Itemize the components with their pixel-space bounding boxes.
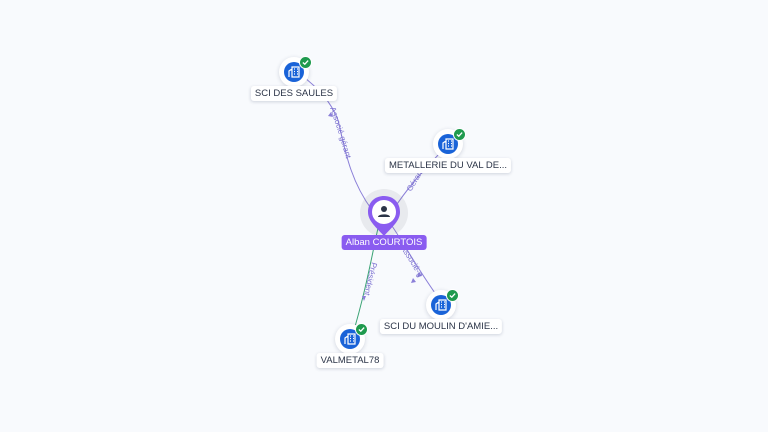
building-icon [284,62,304,82]
verified-check-icon [355,323,368,336]
verified-check-icon [446,289,459,302]
person-icon [368,196,400,236]
company-node-sci-des-saules[interactable]: SCI DES SAULES [250,56,338,101]
verified-check-icon [299,56,312,69]
person-name-label[interactable]: Alban COURTOIS [341,235,427,250]
edge-arrow [328,112,333,117]
company-label[interactable]: VALMETAL78 [316,353,384,368]
edge-arrow [417,272,422,277]
edge-arrow [362,296,366,301]
edge-label-valmetal78: Président [362,261,379,297]
company-node-valmetal78[interactable]: VALMETAL78 [316,323,384,368]
building-icon [438,134,458,154]
edge-label-sci-des-saules: Associé-gérant [328,106,353,160]
company-label[interactable]: METALLERIE DU VAL DE... [384,158,512,173]
company-node-metallerie[interactable]: METALLERIE DU VAL DE... [384,128,512,173]
company-label[interactable]: SCI DU MOULIN D'AMIE... [379,319,503,334]
company-label[interactable]: SCI DES SAULES [250,86,338,101]
building-icon [431,295,451,315]
company-node-sci-du-moulin[interactable]: SCI DU MOULIN D'AMIE... [379,289,503,334]
person-node[interactable]: Alban COURTOIS [341,189,427,250]
verified-check-icon [453,128,466,141]
building-icon [340,329,360,349]
edge-arrow [411,278,416,283]
